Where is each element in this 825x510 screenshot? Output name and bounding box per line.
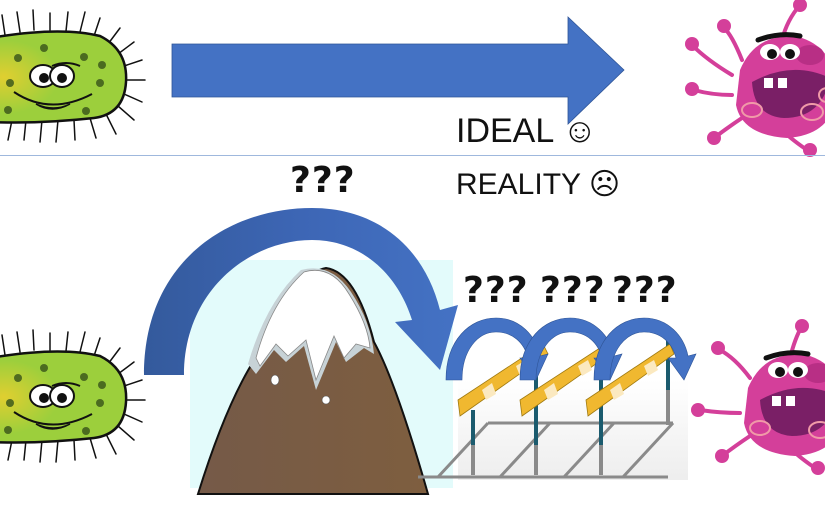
ideal-label: IDEAL ☺ (456, 112, 598, 150)
hurdles-group (418, 340, 688, 480)
section-divider (0, 155, 825, 156)
hop-arrow-2 (519, 317, 623, 381)
reality-label: REALITY ☹ (456, 168, 621, 201)
mountain-icon (196, 266, 430, 495)
hop-arrows (445, 317, 697, 381)
hop-arrow-3 (593, 317, 697, 381)
hurdle-2-question-marks: ??? (540, 270, 606, 311)
curved-arrow-over-mountain (144, 208, 458, 375)
hurdle-1-question-marks: ??? (463, 270, 529, 311)
hop-arrow-1 (445, 317, 549, 381)
straight-arrow (171, 16, 625, 125)
hurdle-3-question-marks: ??? (612, 270, 678, 311)
mountain-question-marks: ??? (290, 160, 356, 201)
bacteria-icon-bottom (0, 329, 146, 463)
hurdle-3 (585, 340, 675, 475)
virus-icon-top (685, 0, 825, 157)
virus-icon-bottom (691, 319, 825, 475)
bacteria-icon-top (0, 9, 146, 143)
